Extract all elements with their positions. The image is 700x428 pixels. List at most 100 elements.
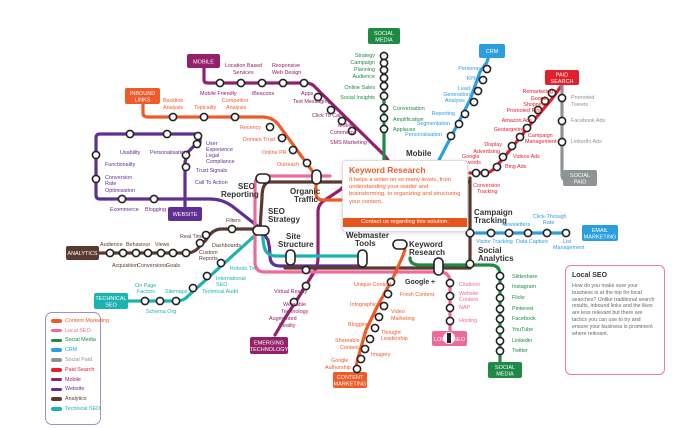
station-marker[interactable]	[188, 283, 198, 293]
station-marker[interactable]	[162, 129, 172, 139]
contact-us-button[interactable]: Contact us regarding this solution.	[343, 218, 467, 227]
station-marker[interactable]	[379, 301, 389, 311]
station-marker[interactable]	[347, 126, 357, 136]
station-marker[interactable]	[379, 124, 389, 134]
station-marker[interactable]	[379, 73, 389, 83]
station-marker[interactable]	[557, 93, 567, 103]
station-marker[interactable]	[445, 291, 455, 301]
station-marker[interactable]	[301, 281, 311, 291]
station-marker[interactable]	[379, 58, 389, 68]
station-marker[interactable]	[383, 289, 393, 299]
station-marker[interactable]	[365, 334, 375, 344]
terminal-social-media-bottom[interactable]: SOCIAL MEDIA	[488, 362, 522, 378]
station-marker[interactable]	[523, 228, 533, 238]
station-marker[interactable]	[193, 131, 203, 141]
interchange-google-plus[interactable]	[433, 257, 444, 276]
station-marker[interactable]	[302, 158, 312, 168]
station-marker[interactable]	[195, 238, 205, 248]
terminal-website[interactable]: WEBSITE	[168, 207, 202, 221]
station-marker[interactable]	[181, 150, 191, 160]
station-marker[interactable]	[379, 81, 389, 91]
interchange-keyword-research[interactable]	[392, 239, 408, 250]
interchange-organic-traffic[interactable]	[311, 169, 322, 185]
station-marker[interactable]	[445, 316, 455, 326]
station-marker[interactable]	[370, 323, 380, 333]
station-marker[interactable]	[527, 114, 537, 124]
station-marker[interactable]	[379, 113, 389, 123]
station-marker[interactable]	[561, 228, 571, 238]
station-marker[interactable]	[156, 248, 166, 258]
terminal-social-media-top[interactable]: SOCIAL MEDIA	[368, 28, 400, 44]
station-marker[interactable]	[471, 168, 481, 178]
station-marker[interactable]	[495, 325, 505, 335]
station-marker[interactable]	[125, 129, 135, 139]
station-marker[interactable]	[379, 51, 389, 61]
station-marker[interactable]	[105, 248, 115, 258]
station-marker[interactable]	[504, 228, 514, 238]
station-marker[interactable]	[486, 228, 496, 238]
station-marker[interactable]	[557, 116, 567, 126]
station-marker[interactable]	[492, 162, 502, 172]
station-marker[interactable]	[171, 296, 181, 306]
station-marker[interactable]	[386, 277, 396, 287]
station-marker[interactable]	[326, 105, 336, 115]
interchange-webmaster-tools[interactable]	[357, 249, 368, 268]
station-marker[interactable]	[540, 96, 550, 106]
station-marker[interactable]	[199, 112, 209, 122]
station-marker[interactable]	[230, 112, 240, 122]
station-marker[interactable]	[117, 194, 127, 204]
station-marker[interactable]	[478, 75, 488, 85]
station-marker[interactable]	[454, 119, 464, 129]
terminal-email-marketing[interactable]: EMAIL MARKETING	[582, 225, 618, 241]
terminal-emerging-technology[interactable]: EMERGING TECHNOLOGY	[250, 337, 289, 354]
station-marker[interactable]	[507, 141, 517, 151]
station-marker[interactable]	[379, 91, 389, 101]
station-marker[interactable]	[227, 224, 237, 234]
station-marker[interactable]	[299, 78, 309, 88]
station-marker[interactable]	[140, 296, 150, 306]
station-marker[interactable]	[495, 314, 505, 324]
station-marker[interactable]	[495, 346, 505, 356]
station-marker[interactable]	[91, 174, 101, 184]
station-marker[interactable]	[374, 312, 384, 322]
station-marker[interactable]	[192, 139, 202, 149]
station-marker[interactable]	[445, 303, 455, 313]
station-marker[interactable]	[473, 86, 483, 96]
station-marker[interactable]	[216, 258, 226, 268]
station-marker[interactable]	[495, 304, 505, 314]
terminal-mobile[interactable]: MOBILE	[187, 54, 220, 68]
interchange-seo-reporting[interactable]	[255, 173, 271, 184]
station-marker[interactable]	[533, 105, 543, 115]
station-marker[interactable]	[498, 152, 508, 162]
station-marker[interactable]	[118, 248, 128, 258]
station-marker[interactable]	[181, 248, 191, 258]
interchange-campaign-tracking[interactable]	[465, 228, 475, 238]
station-marker[interactable]	[288, 145, 298, 155]
station-marker[interactable]	[542, 228, 552, 238]
station-marker[interactable]	[181, 162, 191, 172]
station-marker[interactable]	[215, 78, 225, 88]
station-marker[interactable]	[91, 150, 101, 160]
terminal-inbound-links[interactable]: INBOUND LINKS	[125, 88, 160, 104]
station-marker[interactable]	[301, 265, 311, 275]
interchange-site-structure[interactable]	[285, 249, 296, 266]
station-marker[interactable]	[313, 92, 323, 102]
station-marker[interactable]	[155, 296, 165, 306]
station-marker[interactable]	[495, 293, 505, 303]
station-marker[interactable]	[495, 282, 505, 292]
station-marker[interactable]	[356, 354, 366, 364]
terminal-analytics[interactable]: ANALYTICS	[66, 246, 99, 260]
station-marker[interactable]	[277, 133, 287, 143]
terminal-local-seo[interactable]: LOCAL SEO	[432, 331, 467, 346]
terminal-social-paid[interactable]: SOCIAL PAID	[563, 170, 597, 186]
station-marker[interactable]	[265, 122, 275, 132]
station-marker[interactable]	[257, 78, 267, 88]
station-marker[interactable]	[379, 103, 389, 113]
station-marker[interactable]	[168, 112, 178, 122]
station-marker[interactable]	[515, 132, 525, 142]
station-marker[interactable]	[149, 194, 159, 204]
station-marker[interactable]	[236, 78, 246, 88]
terminal-technical-seo[interactable]: TECHNICAL SEO	[94, 293, 128, 309]
station-marker[interactable]	[482, 64, 492, 74]
station-marker[interactable]	[131, 248, 141, 258]
